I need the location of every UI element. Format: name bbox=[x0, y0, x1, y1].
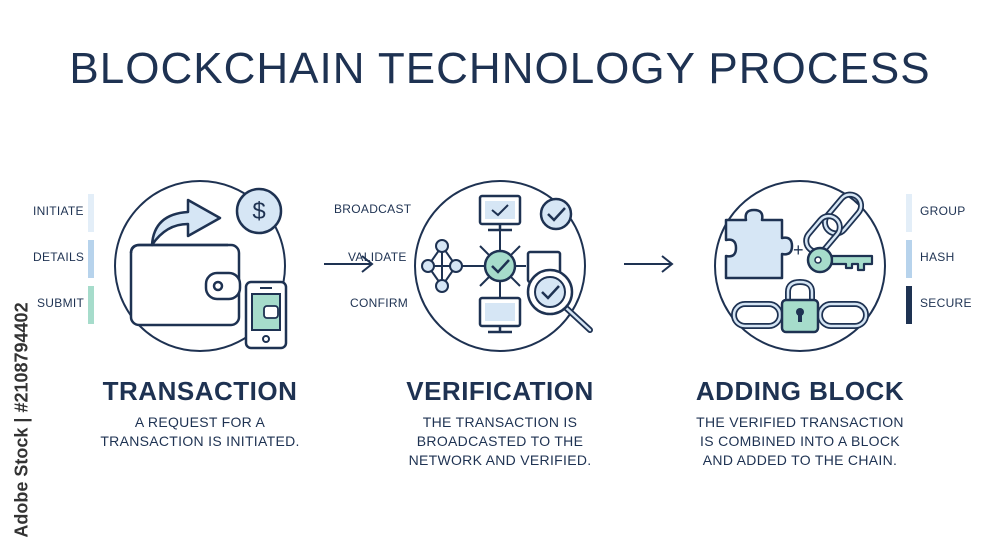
chain-key-icon bbox=[803, 191, 874, 274]
checkmark-icon bbox=[483, 249, 517, 283]
svg-text:+: + bbox=[793, 240, 804, 260]
side-label-broadcast: BROADCAST bbox=[334, 202, 412, 216]
desc-line: NETWORK AND VERIFIED. bbox=[408, 452, 592, 468]
side-label-secure: SECURE bbox=[920, 296, 972, 310]
side-bar-details bbox=[88, 240, 94, 278]
side-bar-hash bbox=[906, 240, 912, 278]
stage-desc-verification: THE TRANSACTION IS BROADCASTED TO THE NE… bbox=[350, 413, 650, 470]
stage-desc-adding-block: THE VERIFIED TRANSACTION IS COMBINED INT… bbox=[650, 413, 950, 470]
side-bar-initiate bbox=[88, 194, 94, 232]
stage-title-adding-block: ADDING BLOCK bbox=[695, 376, 905, 406]
side-bar-secure bbox=[906, 286, 912, 324]
magnifier-check-icon bbox=[526, 268, 593, 333]
side-bar-group bbox=[906, 194, 912, 232]
side-label-details: DETAILS bbox=[33, 250, 85, 264]
desc-line: THE VERIFIED TRANSACTION bbox=[696, 414, 904, 430]
verification-circle bbox=[414, 180, 586, 352]
stage-title-verification: VERIFICATION bbox=[406, 376, 594, 406]
puzzle-icon bbox=[724, 208, 794, 280]
checkmark-icon bbox=[539, 197, 573, 231]
stage-title-transaction: TRANSACTION bbox=[102, 376, 298, 406]
wallet-icon bbox=[129, 243, 242, 327]
adding-block-circle bbox=[714, 180, 886, 352]
side-label-validate: VALIDATE bbox=[348, 250, 407, 264]
side-label-hash: HASH bbox=[920, 250, 955, 264]
chain-lock-icon bbox=[731, 278, 869, 334]
transaction-circle bbox=[114, 180, 286, 352]
arrow-right-icon bbox=[624, 255, 674, 273]
desc-line: TRANSACTION IS INITIATED. bbox=[100, 433, 300, 449]
block-diagram: + bbox=[724, 191, 874, 334]
side-label-confirm: CONFIRM bbox=[350, 296, 409, 310]
stage-desc-transaction: A REQUEST FOR A TRANSACTION IS INITIATED… bbox=[50, 413, 350, 451]
network-node-icon bbox=[421, 239, 476, 293]
side-label-submit: SUBMIT bbox=[37, 296, 85, 310]
arrow-icon bbox=[150, 198, 222, 247]
computer-icon bbox=[478, 194, 522, 232]
computer-icon bbox=[478, 296, 522, 334]
desc-line: BROADCASTED TO THE bbox=[416, 433, 584, 449]
svg-text:$: $ bbox=[252, 198, 265, 225]
desc-line: AND ADDED TO THE CHAIN. bbox=[702, 452, 898, 468]
dollar-coin-icon: $ bbox=[235, 187, 283, 235]
stock-id-text: Adobe Stock | #2108794402 bbox=[12, 290, 32, 550]
stock-id-label: Adobe Stock | #2108794402 bbox=[11, 302, 32, 538]
desc-line: A REQUEST FOR A bbox=[134, 414, 266, 430]
arrow-right-icon bbox=[324, 255, 374, 273]
side-bar-submit bbox=[88, 286, 94, 324]
smartphone-icon bbox=[244, 280, 288, 350]
side-label-initiate: INITIATE bbox=[33, 204, 84, 218]
side-label-group: GROUP bbox=[920, 204, 966, 218]
desc-line: THE TRANSACTION IS bbox=[422, 414, 578, 430]
network-diagram bbox=[421, 194, 593, 334]
page-title: BLOCKCHAIN TECHNOLOGY PROCESS bbox=[69, 44, 931, 93]
desc-line: IS COMBINED INTO A BLOCK bbox=[700, 433, 900, 449]
